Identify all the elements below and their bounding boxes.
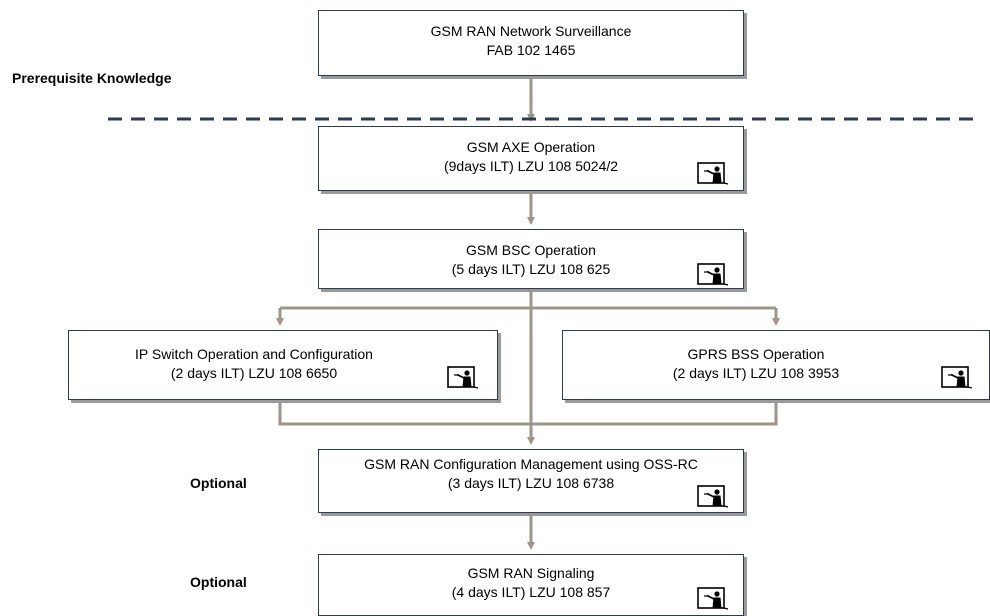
course-title: GSM AXE Operation (466, 139, 596, 155)
course-title: GSM RAN Configuration Management using O… (364, 456, 698, 472)
course-code: (5 days ILT) LZU 108 625 (451, 261, 611, 277)
course-oss: GSM RAN Configuration Management using O… (318, 449, 744, 513)
instructor-led-training-icon (447, 366, 479, 389)
course-code: (3 days ILT) LZU 108 6738 (447, 475, 615, 491)
join-ip-switch (278, 402, 531, 426)
instructor-led-training-icon (697, 587, 729, 610)
optional-label: Optional (190, 574, 247, 590)
course-bsc: GSM BSC Operation (5 days ILT) LZU 108 6… (318, 229, 744, 289)
instructor-led-training-icon (697, 162, 729, 185)
course-title: IP Switch Operation and Configuration (135, 346, 373, 362)
course-ip-switch: IP Switch Operation and Configuration (2… (68, 330, 498, 400)
course-title: GPRS BSS Operation (687, 346, 825, 362)
course-surveillance: GSM RAN Network Surveillance FAB 102 146… (318, 10, 744, 76)
course-signaling: GSM RAN Signaling (4 days ILT) LZU 108 8… (318, 554, 744, 616)
join-gprs (531, 402, 778, 426)
course-axe: GSM AXE Operation (9days ILT) LZU 108 50… (318, 126, 744, 191)
instructor-led-training-icon (697, 485, 729, 508)
course-code: (4 days ILT) LZU 108 857 (451, 584, 611, 600)
course-code: (2 days ILT) LZU 108 6650 (170, 365, 338, 381)
course-code: (2 days ILT) LZU 108 3953 (672, 365, 840, 381)
course-gprs: GPRS BSS Operation (2 days ILT) LZU 108 … (562, 330, 990, 400)
course-title: GSM RAN Network Surveillance (430, 23, 632, 39)
course-title: GSM RAN Signaling (467, 565, 595, 581)
instructor-led-training-icon (941, 366, 973, 389)
instructor-led-training-icon (697, 263, 729, 286)
course-code: (9days ILT) LZU 108 5024/2 (443, 158, 619, 174)
course-title: GSM BSC Operation (466, 242, 596, 258)
optional-label: Optional (190, 475, 247, 491)
prerequisite-label: Prerequisite Knowledge (12, 70, 172, 86)
course-code: FAB 102 1465 (486, 42, 576, 58)
